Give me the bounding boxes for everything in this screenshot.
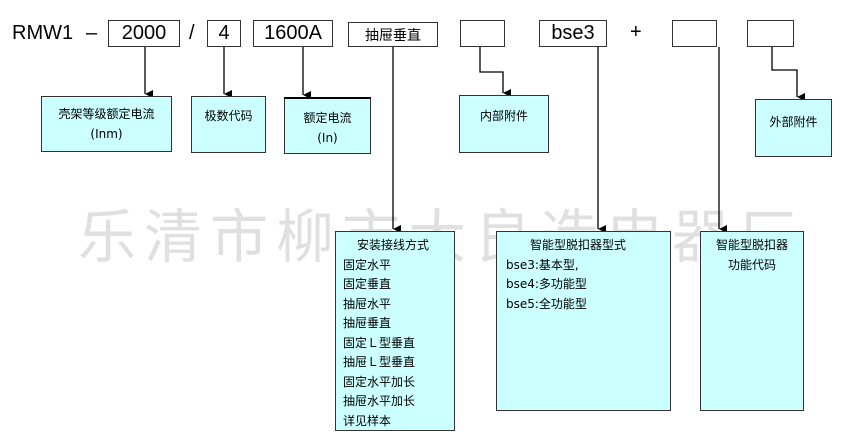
frame-current-label: 壳架等级额定电流 (Inm) — [41, 96, 172, 152]
frame-current-label-line1: 壳架等级额定电流 — [58, 107, 155, 121]
poles-box: 4 — [207, 20, 241, 47]
frame-current-label-line2: (Inm) — [90, 127, 123, 141]
install-list-item: 抽屉水平 — [343, 296, 392, 311]
rated-current-label: 额定电流 (In) — [284, 97, 371, 154]
arrow-external — [771, 47, 805, 101]
install-list-item: 固定水平 — [343, 257, 392, 272]
install-list-item: 固定Ｌ型垂直 — [343, 335, 416, 350]
model-dash: – — [86, 22, 98, 44]
trip-list-title: 智能型脱扣器型式 — [530, 238, 627, 252]
install-list-item: 固定垂直 — [343, 277, 392, 291]
frame-current-box: 2000 — [108, 20, 180, 47]
rated-current-label-line2: (In) — [317, 131, 338, 145]
install-type-list: 安装接线方式 固定水平 固定垂直 抽屉水平 抽屉垂直 固定Ｌ型垂直 抽屉Ｌ型垂直… — [335, 231, 455, 431]
install-list-item: 抽屉Ｌ型垂直 — [343, 355, 416, 369]
install-list-item: 固定水平加长 — [343, 374, 416, 389]
external-accessory-box — [747, 20, 794, 47]
func-list-subtitle: 功能代码 — [727, 257, 776, 272]
install-list-item: 详见样本 — [343, 413, 392, 428]
install-list-item: 抽屉水平加长 — [343, 394, 416, 408]
trip-list-item: bse5:全功能型 — [506, 296, 587, 311]
function-code-list: 智能型脱扣器 功能代码 — [700, 231, 804, 411]
poles-label: 极数代码 — [191, 96, 266, 153]
install-list-title: 安装接线方式 — [357, 238, 430, 252]
install-list-item: 抽屉垂直 — [343, 316, 392, 330]
trip-list-item: bse3:基本型, — [506, 257, 579, 272]
function-code-box — [672, 20, 717, 47]
install-type-box: 抽屉垂直 — [348, 22, 438, 47]
arrow-internal — [479, 47, 511, 97]
rated-current-box: 1600A — [253, 20, 333, 47]
internal-accessory-box — [460, 20, 505, 47]
model-slash: / — [189, 22, 195, 44]
model-prefix: RMW1 — [12, 22, 74, 44]
func-list-title: 智能型脱扣器 — [715, 238, 788, 252]
rated-current-label-line1: 额定电流 — [303, 111, 352, 125]
trip-type-list: 智能型脱扣器型式 bse3:基本型, bse4:多功能型 bse5:全功能型 — [496, 231, 671, 411]
model-plus: + — [630, 21, 642, 43]
trip-list-item: bse4:多功能型 — [506, 277, 587, 291]
internal-accessory-label: 内部附件 — [459, 95, 549, 153]
external-accessory-label: 外部附件 — [755, 99, 832, 157]
trip-type-box: bse3 — [539, 20, 607, 47]
